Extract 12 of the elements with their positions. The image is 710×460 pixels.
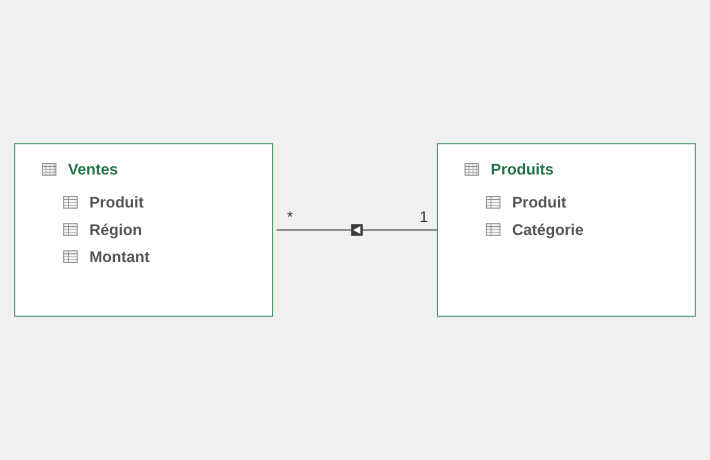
column-name: Produit [512,195,566,212]
column-name: Produit [89,195,144,212]
column-name: Montant [89,249,150,266]
column-name: Catégorie [512,222,584,239]
column-name: Région [89,222,142,239]
table-card [436,143,696,317]
relationship-line [276,224,438,236]
table-name: Ventes [68,162,118,179]
cardinality-label: * [287,209,294,226]
table-name: Produits [490,162,554,179]
table-card [14,143,274,317]
cardinality-label: 1 [420,209,428,226]
